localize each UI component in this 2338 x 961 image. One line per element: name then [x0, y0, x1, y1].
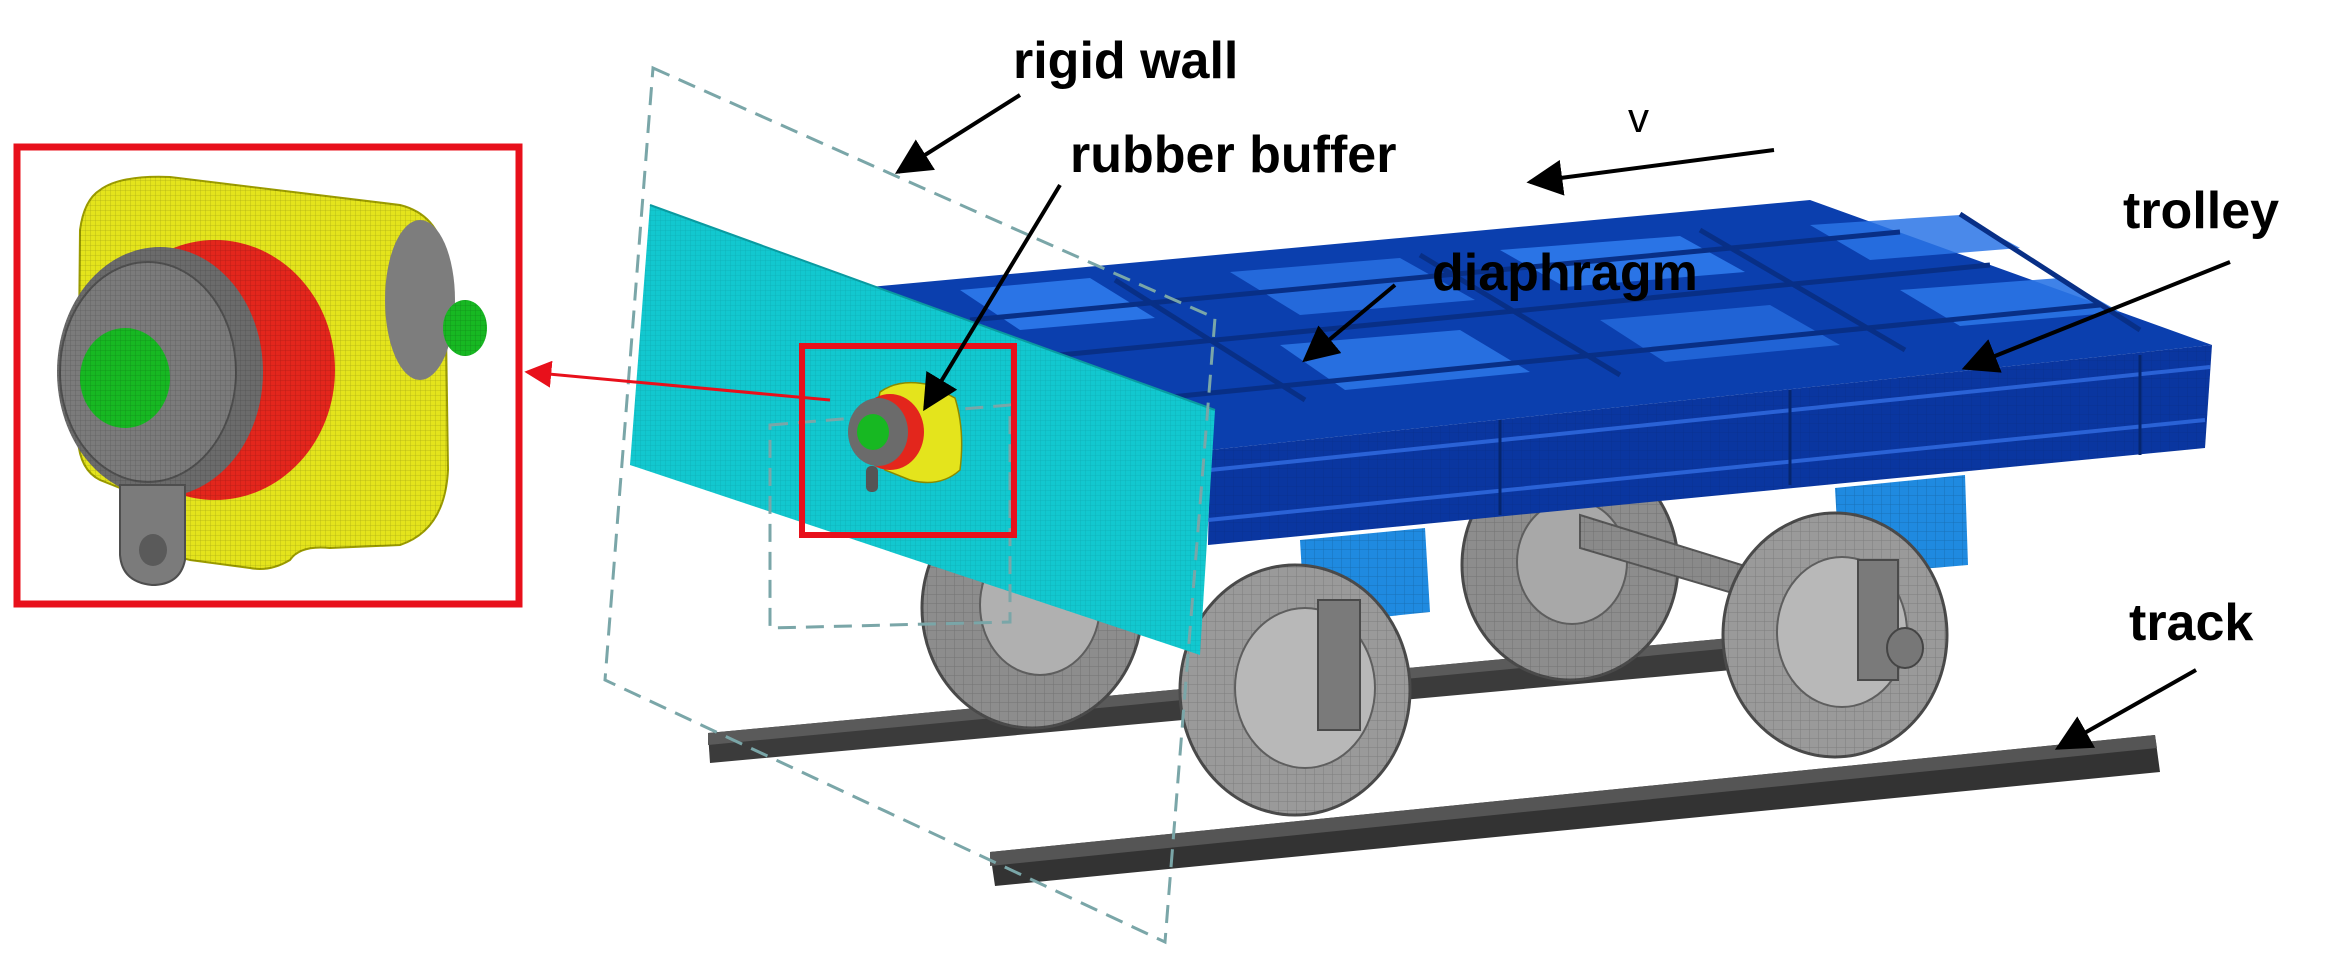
front-wheelset	[1178, 511, 1949, 817]
rigid-wall-outline	[603, 65, 1217, 945]
arrow-icon	[1302, 283, 1397, 363]
label-trolley: trolley	[2123, 182, 2279, 240]
label-rigid-wall: rigid wall	[1013, 32, 1238, 90]
label-track: track	[2129, 594, 2253, 652]
arrow-icon	[1961, 260, 2231, 373]
arrow-icon	[923, 183, 1062, 412]
arrow-icon	[1526, 148, 1775, 196]
rigid-wall-inner	[768, 403, 1012, 630]
arrow-icon	[2054, 668, 2197, 750]
detail-link-arrow	[524, 360, 831, 402]
label-rubber-buffer: rubber buffer	[1070, 126, 1396, 184]
labels: rigid wall rubber buffer v diaphragm tro…	[1013, 32, 2279, 652]
trolley-frame	[870, 200, 2212, 545]
leader-arrows	[894, 93, 2231, 750]
buffer-detail-view	[13, 143, 523, 608]
label-diaphragm: diaphragm	[1432, 244, 1698, 302]
rubber-buffer-small	[799, 343, 1017, 538]
arrow-icon	[894, 93, 1022, 174]
buffer-callout-box	[799, 343, 1017, 538]
rigid-wall-plane	[603, 65, 1217, 945]
label-velocity: v	[1628, 94, 1649, 141]
